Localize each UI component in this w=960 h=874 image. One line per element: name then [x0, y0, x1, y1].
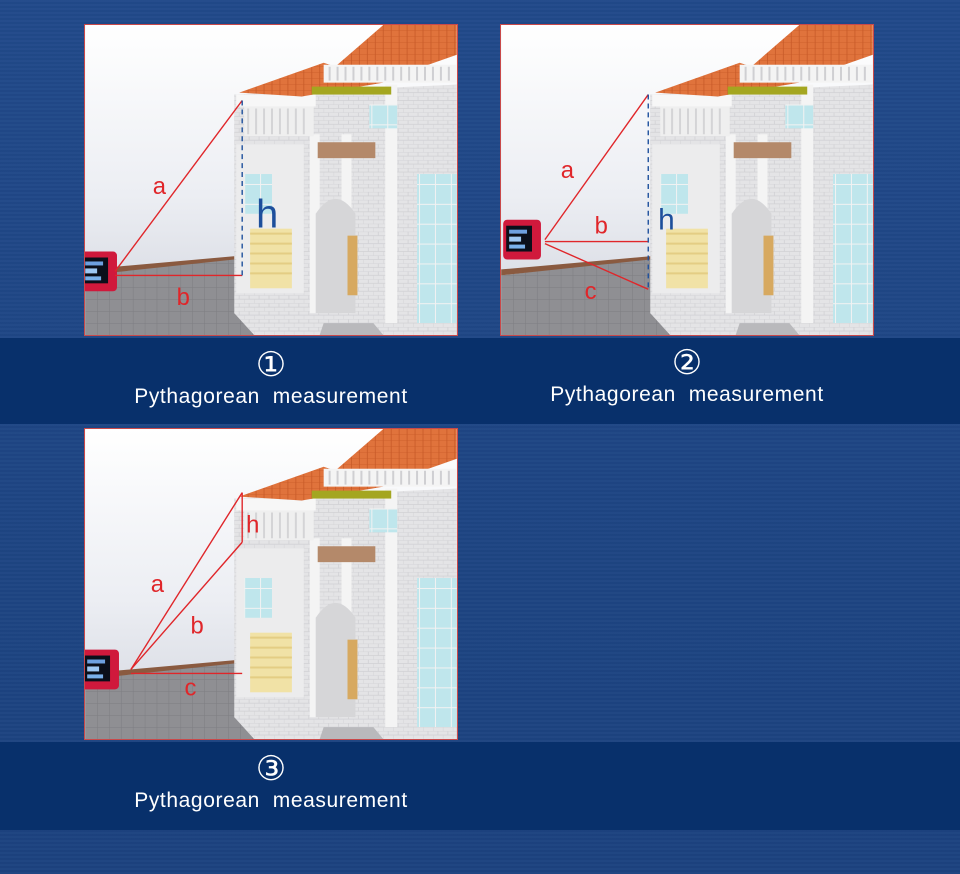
- building-scene-3: a b c h: [85, 429, 457, 739]
- label-b: b: [177, 284, 190, 311]
- diagram-panel-2: a b c h: [500, 24, 874, 336]
- label-a: a: [561, 157, 575, 184]
- label-h: h: [658, 204, 675, 237]
- step-number-1: ①: [84, 346, 458, 384]
- building-scene-2: a b c h: [501, 25, 873, 335]
- step-number-3: ③: [84, 750, 458, 788]
- laser-meter-device: [503, 220, 541, 260]
- diagram-panel-3: a b c h: [84, 428, 458, 740]
- building-scene-1: a b h: [85, 25, 457, 335]
- caption-title-2: Pythagorean measurement: [500, 382, 874, 408]
- label-a: a: [153, 173, 167, 200]
- caption-2: ② Pythagorean measurement: [500, 344, 874, 408]
- caption-1: ① Pythagorean measurement: [84, 346, 458, 410]
- label-a: a: [151, 571, 165, 598]
- label-b: b: [595, 213, 608, 240]
- caption-3: ③ Pythagorean measurement: [84, 750, 458, 814]
- diagram-panel-1: a b h: [84, 24, 458, 336]
- label-b: b: [191, 613, 204, 640]
- label-h: h: [246, 511, 259, 538]
- laser-meter-device: [85, 252, 117, 292]
- caption-title-3: Pythagorean measurement: [84, 788, 458, 814]
- step-number-2: ②: [500, 344, 874, 382]
- laser-meter-device: [85, 650, 119, 690]
- label-c: c: [185, 674, 197, 701]
- label-c: c: [585, 278, 597, 305]
- caption-title-1: Pythagorean measurement: [84, 384, 458, 410]
- label-h: h: [256, 193, 278, 237]
